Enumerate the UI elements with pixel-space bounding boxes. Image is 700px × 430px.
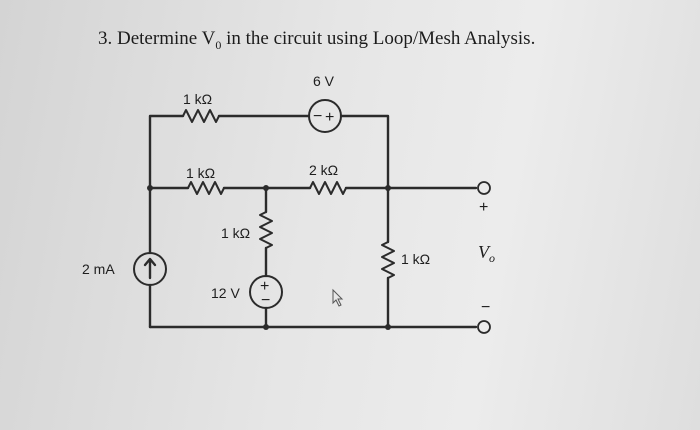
label-terminal-minus: − (481, 299, 490, 316)
question-text: 3. Determine V0 in the circuit using Loo… (98, 28, 535, 53)
terminal-plus[interactable] (477, 181, 491, 195)
resistor-vertical-center (259, 211, 273, 249)
label-source-12v: 12 V (211, 285, 240, 301)
label-resistor-vertical-center: 1 kΩ (221, 225, 250, 241)
wire-top-left (148, 114, 185, 190)
source-12v-plus: + (260, 278, 269, 295)
mouse-cursor-icon (332, 288, 344, 307)
question-number: 3. (98, 28, 113, 49)
question-symbol: V0 (201, 28, 222, 52)
resistor-vertical-right (381, 241, 395, 279)
terminal-minus[interactable] (477, 320, 491, 334)
source-6v-minus: − (313, 108, 322, 125)
junction-right-top (385, 185, 391, 191)
junction-center-bottom (263, 324, 269, 330)
label-current-source: 2 mA (82, 261, 115, 277)
label-source-6v: 6 V (313, 73, 335, 89)
label-output-voltage: Vo (478, 242, 495, 265)
resistor-mid-right (309, 181, 347, 195)
resistor-top (182, 109, 220, 123)
label-resistor-mid-left: 1 kΩ (186, 165, 215, 181)
junction-center-top (263, 185, 269, 191)
label-resistor-top: 1 kΩ (183, 91, 212, 107)
wire-top-right (339, 114, 390, 190)
label-resistor-mid-right: 2 kΩ (309, 162, 338, 178)
source-12v-minus: − (261, 292, 270, 309)
junction-left-top (147, 185, 153, 191)
question-suffix: in the circuit using Loop/Mesh Analysis. (221, 28, 536, 49)
question-prefix: Determine (117, 28, 202, 49)
label-terminal-plus: + (479, 199, 488, 216)
resistor-mid-left (187, 181, 225, 195)
junction-right-bottom (385, 324, 391, 330)
source-6v-plus: + (325, 109, 334, 126)
current-source-arrow (143, 257, 157, 280)
label-resistor-vertical-right: 1 kΩ (401, 251, 430, 267)
